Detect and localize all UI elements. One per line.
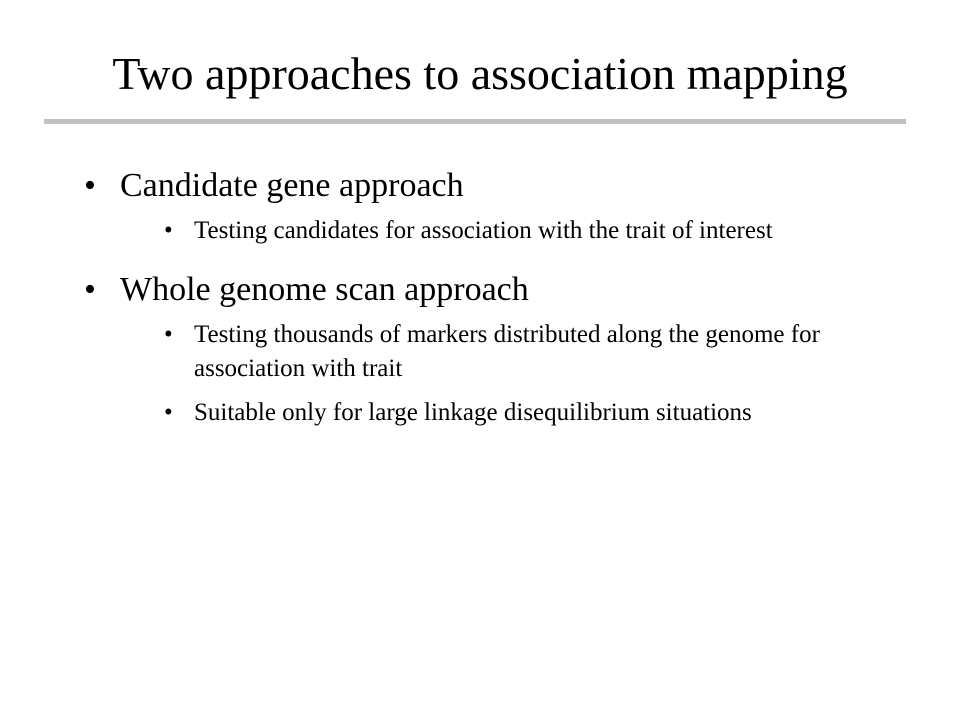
bullet-icon: • (84, 167, 96, 204)
sub-bullet-list: • Testing thousands of markers distribut… (120, 318, 884, 430)
sub-bullet-icon: • (164, 399, 173, 426)
bullet-item: • Candidate gene approach • Testing cand… (84, 162, 884, 248)
title-divider (44, 119, 906, 124)
sub-bullet-text: Testing thousands of markers distributed… (194, 321, 820, 382)
bullet-icon: • (84, 271, 96, 308)
bullet-list: • Candidate gene approach • Testing cand… (84, 162, 884, 448)
slide-title: Two approaches to association mapping (112, 48, 848, 99)
bullet-text: Whole genome scan approach (120, 271, 529, 308)
sub-bullet-icon: • (164, 321, 173, 348)
sub-bullet-item: • Testing thousands of markers distribut… (164, 318, 874, 386)
sub-bullet-item: • Testing candidates for association wit… (164, 214, 874, 248)
sub-bullet-list: • Testing candidates for association wit… (120, 214, 884, 248)
sub-bullet-text: Testing candidates for association with … (194, 217, 773, 244)
sub-bullet-text: Suitable only for large linkage disequil… (194, 399, 752, 426)
bullet-item: • Whole genome scan approach • Testing t… (84, 266, 884, 430)
bullet-text: Candidate gene approach (120, 167, 464, 204)
sub-bullet-icon: • (164, 217, 173, 244)
sub-bullet-item: • Suitable only for large linkage disequ… (164, 396, 874, 430)
